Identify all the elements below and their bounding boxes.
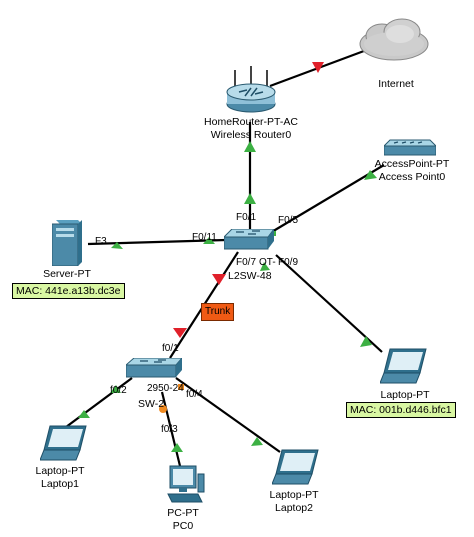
link-status-down-icon bbox=[312, 62, 324, 73]
link-status-up-icon bbox=[171, 443, 183, 452]
laptop2-name-label: Laptop2 bbox=[275, 502, 313, 514]
port-label-sw2-f03: f0/3 bbox=[161, 424, 178, 435]
link-ap-switch[interactable] bbox=[269, 164, 385, 234]
link-sw2-pc0[interactable] bbox=[160, 391, 182, 467]
pc-icon[interactable] bbox=[166, 464, 206, 504]
server-type-label: Server-PT bbox=[43, 268, 91, 280]
link-status-up-icon bbox=[111, 242, 123, 249]
link-status-up-icon bbox=[244, 193, 256, 204]
port-label-sw2-f04: f0/4 bbox=[186, 389, 203, 400]
laptop-icon[interactable] bbox=[380, 347, 430, 385]
link-sw2-laptop2[interactable] bbox=[175, 377, 281, 453]
port-label-sw2-f02: f0/2 bbox=[110, 385, 127, 396]
laptop1-name-label: Laptop1 bbox=[41, 478, 79, 490]
internet-label: Internet bbox=[378, 78, 414, 90]
link-status-blocked-icon bbox=[178, 384, 184, 390]
laptop-right-mac-badge: MAC: 001b.d446.bfc1 bbox=[346, 402, 456, 418]
link-status-down-icon bbox=[173, 328, 187, 338]
laptop2-type-label: Laptop-PT bbox=[269, 489, 319, 501]
server-icon[interactable] bbox=[52, 220, 82, 266]
link-status-up-icon bbox=[260, 262, 270, 271]
link-server-switch[interactable] bbox=[87, 238, 227, 246]
access-point-name-label: Access Point0 bbox=[378, 171, 446, 183]
port-label-f01-router: F0/1 bbox=[236, 212, 257, 223]
link-status-up-icon bbox=[203, 237, 215, 244]
link-status-down-icon bbox=[212, 274, 226, 285]
access-switch-icon[interactable] bbox=[126, 358, 182, 380]
port-label-f011: F0/11 bbox=[192, 232, 217, 243]
link-status-up-icon bbox=[110, 385, 121, 393]
access-point-icon[interactable] bbox=[384, 138, 436, 158]
core-switch-name-label: L2SW-48 bbox=[228, 270, 272, 282]
trunk-label: Trunk bbox=[201, 303, 235, 321]
core-switch-icon[interactable] bbox=[224, 229, 274, 253]
link-status-blocked-icon bbox=[159, 405, 167, 413]
pc0-type-label: PC-PT bbox=[167, 507, 199, 519]
link-status-up-icon bbox=[360, 336, 372, 347]
router-type-label: HomeRouter-PT-AC bbox=[204, 116, 298, 128]
link-status-up-icon bbox=[364, 170, 377, 180]
access-switch-name-label: SW-2 bbox=[138, 398, 165, 410]
port-label-sw2-f01: f0/1 bbox=[162, 343, 179, 354]
laptop-right-type-label: Laptop-PT bbox=[380, 389, 430, 401]
link-switch-laptop[interactable] bbox=[275, 254, 383, 353]
laptop-icon[interactable] bbox=[40, 424, 90, 462]
pc0-name-label: PC0 bbox=[172, 520, 194, 532]
wireless-router-icon[interactable] bbox=[225, 66, 277, 114]
router-name-label: Wireless Router0 bbox=[210, 129, 292, 141]
access-point-type-label: AccessPoint-PT bbox=[374, 158, 450, 170]
link-sw2-laptop1[interactable] bbox=[61, 377, 133, 431]
link-status-up-icon bbox=[251, 437, 263, 446]
server-mac-badge: MAC: 441e.a13b.dc3e bbox=[12, 283, 125, 299]
access-switch-model-label: 2950-24 bbox=[147, 383, 184, 394]
laptop-icon[interactable] bbox=[272, 448, 322, 486]
internet-cloud-icon[interactable] bbox=[356, 14, 432, 66]
port-label-f09: F0/9 bbox=[278, 257, 299, 268]
link-status-up-icon bbox=[78, 410, 90, 418]
laptop1-type-label: Laptop-PT bbox=[35, 465, 85, 477]
port-label-f3: F3 bbox=[95, 236, 107, 247]
port-label-f05: F0/5 bbox=[278, 215, 299, 226]
port-label-f07: F0/7 bbox=[236, 257, 257, 268]
core-switch-partial-label: OT- bbox=[259, 257, 276, 268]
link-status-up-icon bbox=[244, 141, 256, 152]
